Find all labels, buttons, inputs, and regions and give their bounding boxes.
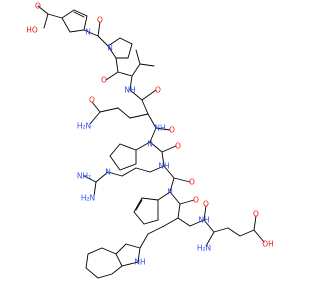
atom-label-nh-trp: NH [198,216,209,225]
atom-label-o-gln-co: O [155,86,161,95]
bonds [37,5,265,279]
atom-label-n-pyrroline2: N [167,188,173,197]
atom-label-n-guan: N [105,168,111,177]
atom-label-o-glu-side: O [253,210,259,219]
atom-label-nh-gln: NH [154,124,165,133]
atom-label-o-pro1: O [97,16,103,25]
atom-label-nh-arg: NH [158,162,169,171]
atom-label-n-pro1: N [107,44,113,53]
atom-label-nh-indole: NH [134,258,145,267]
atom-label-nh2-guan1: NH₂ [77,172,91,181]
atom-label-nh2-guan2: H₂N [81,194,95,203]
atom-label-o-gln-side: O [89,96,95,105]
atom-labels: HO O N O N O NH O O H₂N NH O N O NH N NH… [26,2,274,267]
atom-label-o-pro2: O [175,142,181,151]
atom-label-o-arg: O [189,178,195,187]
atom-label-o-pyr2: O [193,196,199,205]
atom-label-o-pro2-co: O [169,126,175,135]
molecule-structure-diagram: HO O N O N O NH O O H₂N NH O N O NH N NH… [26,2,274,279]
atom-label-oh-glu: OH [262,240,274,249]
atom-label-oh-acid: HO [26,26,38,35]
atom-label-nh2-gln: H₂N [77,122,91,131]
atom-label-o-trp: O [203,200,209,209]
atom-label-n-pro2: N [147,140,153,149]
atom-label-o-acid: O [35,2,41,11]
atom-label-nh2-glu: H₂N [197,244,211,253]
atom-label-o-ile: O [101,76,107,85]
atom-label-n-pyrroline: N [85,28,91,37]
atom-label-nh-ile: NH [124,86,135,95]
